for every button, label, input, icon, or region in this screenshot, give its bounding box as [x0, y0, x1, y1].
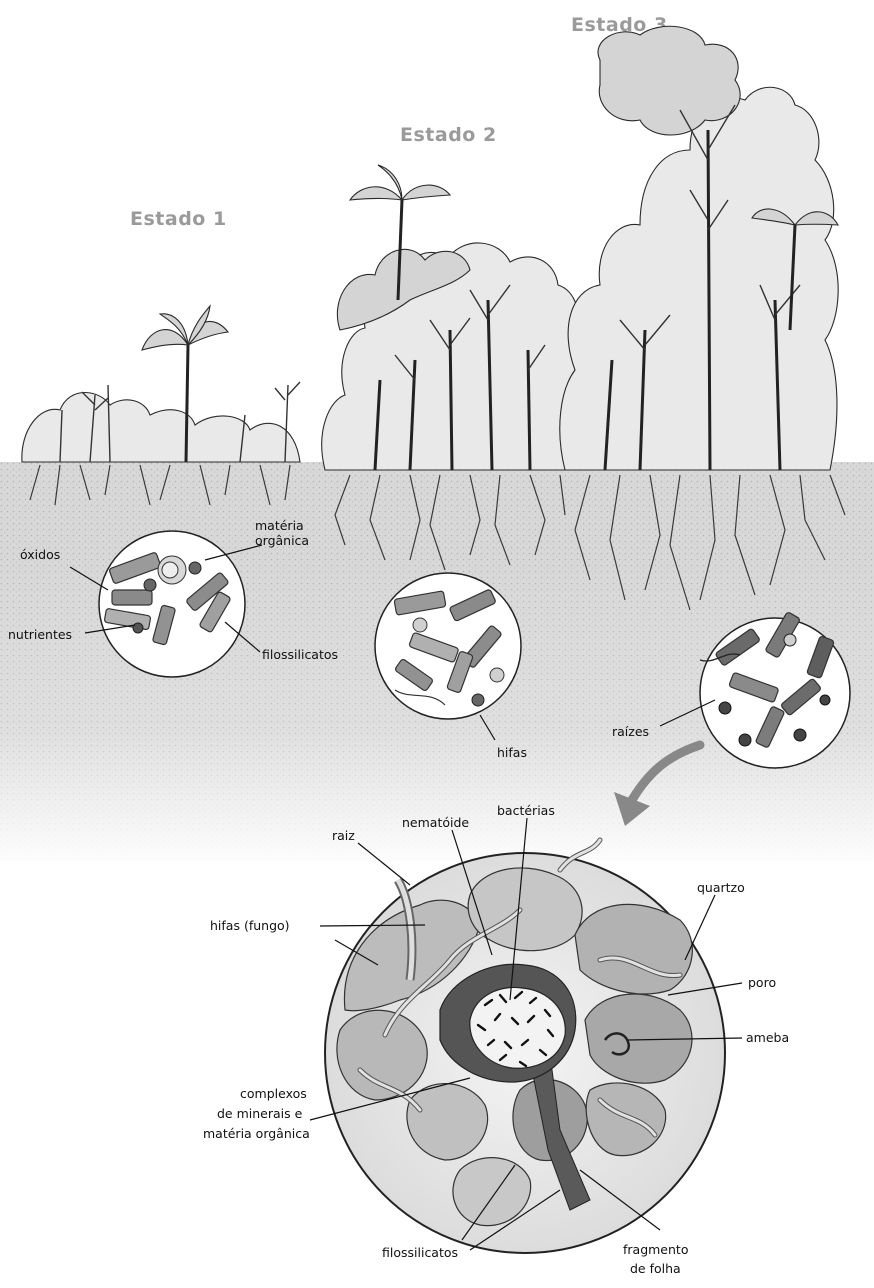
label-hifas-2: hifas: [497, 745, 527, 760]
stage-2-title: Estado 2: [400, 124, 497, 146]
label-materia-line2: orgânica: [255, 533, 309, 548]
label-nutrientes: nutrientes: [8, 627, 72, 642]
label-complexos-line1: complexos: [240, 1086, 307, 1101]
label-nematoide: nematóide: [402, 815, 469, 830]
label-complexos-line3: matéria orgânica: [203, 1126, 310, 1141]
label-raiz: raiz: [332, 828, 355, 843]
label-filossilicatos-1: filossilicatos: [262, 647, 338, 662]
label-complexos-line2: de minerais e: [217, 1106, 303, 1121]
label-raizes: raízes: [612, 724, 649, 739]
label-fragmento-line2: de folha: [630, 1261, 681, 1276]
label-poro: poro: [748, 975, 776, 990]
label-materia-line1: matéria: [255, 518, 304, 533]
label-filossilicatos-detail: filossilicatos: [382, 1245, 458, 1260]
label-quartzo: quartzo: [697, 880, 745, 895]
label-bacterias: bactérias: [497, 803, 555, 818]
label-fragmento-line1: fragmento: [623, 1242, 688, 1257]
aggregate-1-circle: [99, 531, 245, 677]
label-hifas-fungo: hifas (fungo): [210, 918, 290, 933]
aggregate-2-circle: [375, 573, 521, 719]
detail-aggregate-circle: [325, 840, 725, 1253]
stage-1-title: Estado 1: [130, 208, 227, 230]
label-ameba: ameba: [746, 1030, 789, 1045]
label-oxidos: óxidos: [20, 547, 60, 562]
